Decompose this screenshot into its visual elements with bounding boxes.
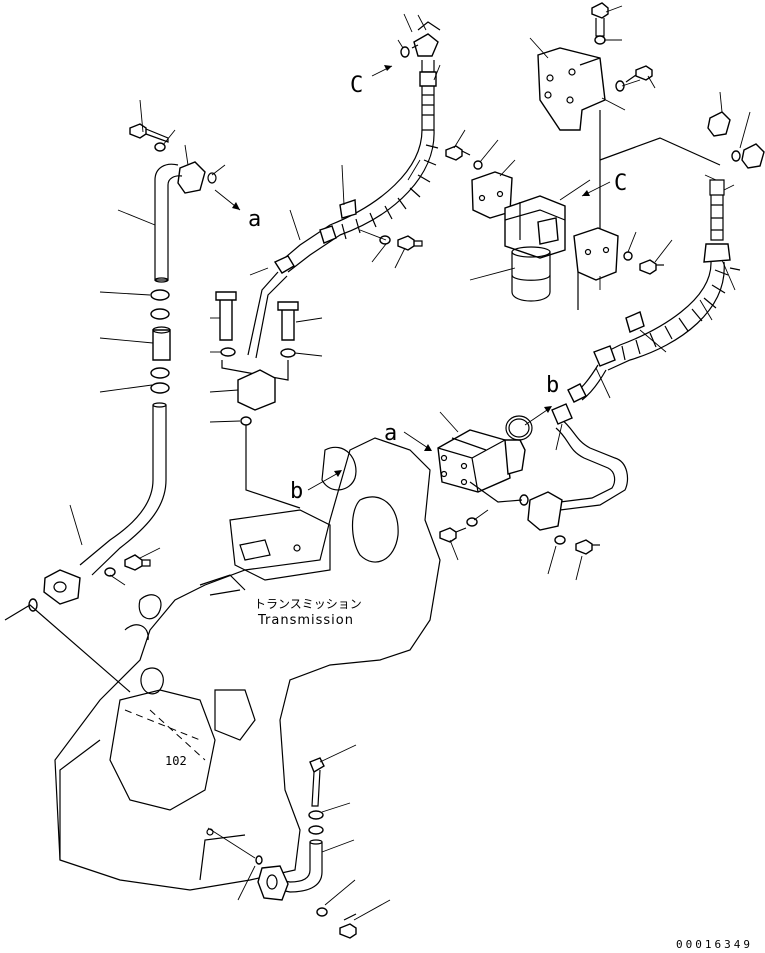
- center-clamp-bracket: [215, 291, 301, 509]
- bottom-filler-assembly: [255, 757, 357, 939]
- transmission-housing: 102: [54, 437, 441, 891]
- callout-a-left: a: [248, 207, 261, 232]
- callout-b-upper: b: [546, 373, 559, 398]
- leader-lines-pump: [439, 411, 489, 561]
- leader-lines-left: [4, 99, 226, 693]
- oil-symbol: 102: [165, 754, 187, 768]
- leader-lines-filter: [453, 5, 721, 290]
- left-suction-tube-assembly: [28, 123, 217, 612]
- drawing-code: 00016349: [676, 938, 753, 951]
- leader-lines-right-hose: [595, 91, 751, 399]
- callout-c-right: C: [614, 171, 627, 196]
- leader-lines-bottom: [207, 744, 391, 921]
- transmission-label-jp: トランスミッション: [254, 597, 362, 611]
- right-hose-assembly: [567, 111, 765, 403]
- upper-hose-assembly: [247, 21, 441, 359]
- callout-b-lower: b: [290, 479, 303, 504]
- leader-lines-upper-hose: [249, 13, 441, 276]
- filter-assembly: [445, 2, 664, 310]
- leader-lines-center: [209, 317, 323, 423]
- callout-c-top: C: [350, 73, 363, 98]
- callout-arrows: [214, 65, 611, 491]
- pump-assembly: [437, 415, 533, 543]
- transmission-label-en: Transmission: [257, 613, 354, 628]
- leader-lines-tube: [547, 423, 583, 581]
- right-steel-tube: [527, 403, 629, 555]
- callout-a-right: a: [384, 421, 397, 446]
